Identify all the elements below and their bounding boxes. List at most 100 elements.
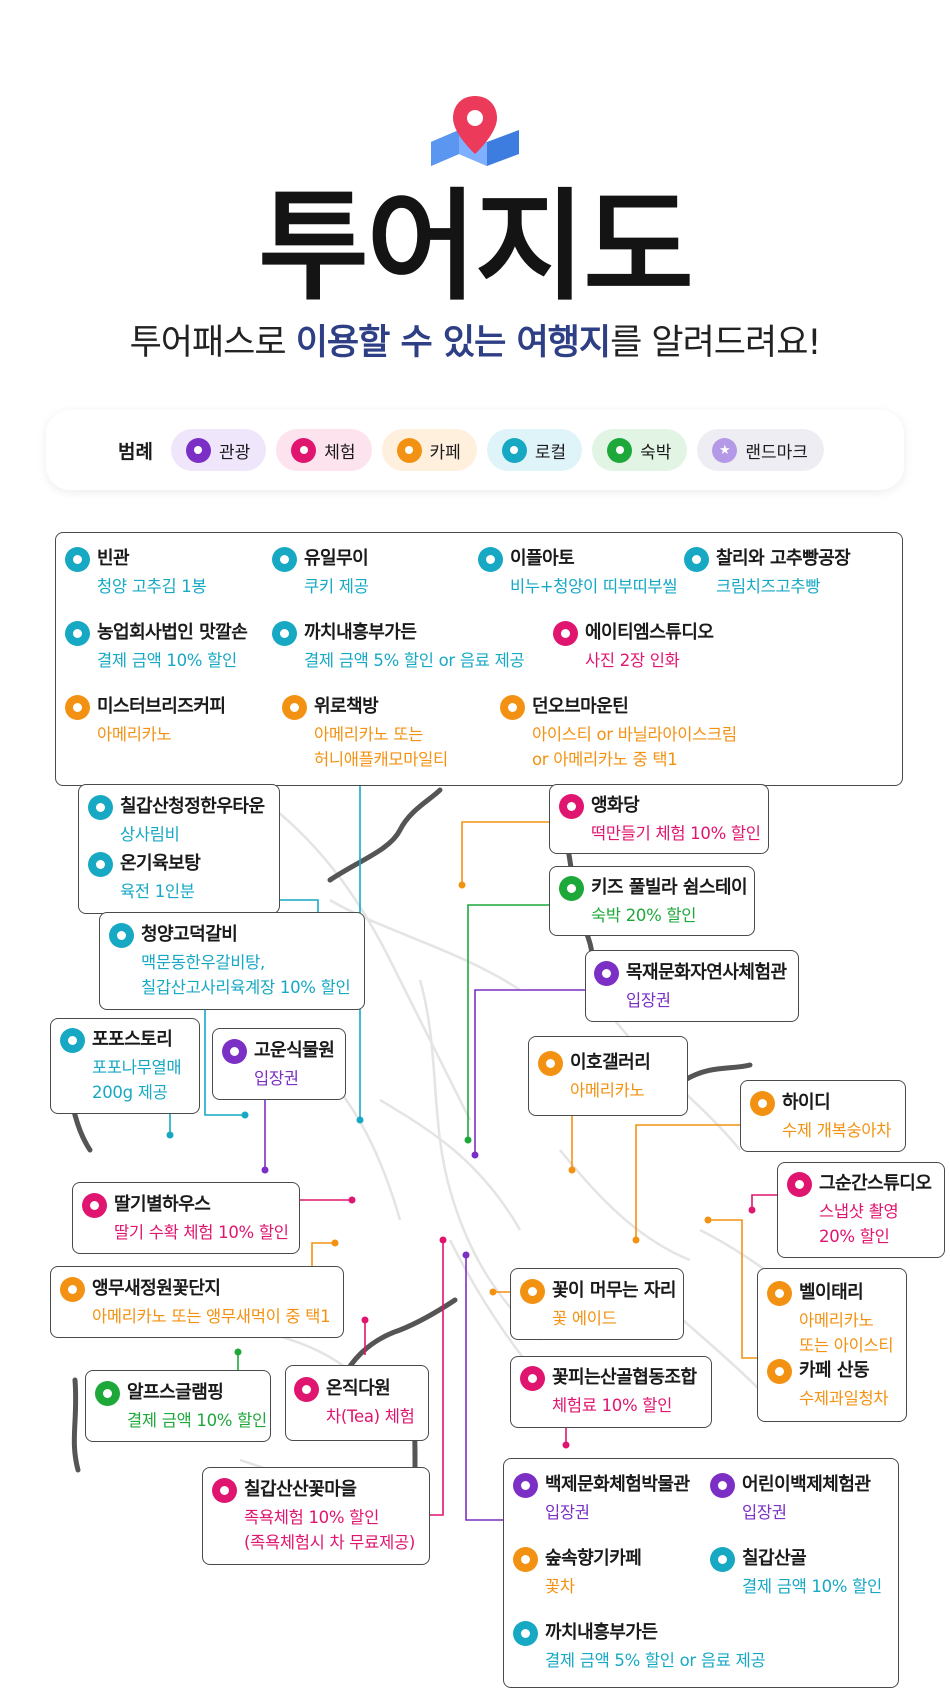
place-benefit: 쿠키 제공 [304,577,369,596]
place-name: 백제문화체험박물관 [545,1474,690,1495]
subtitle-text: 투어패스로 [129,323,296,363]
place-name: 앵무새정원꽃단지 [92,1278,221,1299]
pin-icon [710,1473,735,1498]
legend-label: 관광 [218,442,251,463]
pin-icon [88,795,113,820]
place-benefit: 체험료 10% 할인 [552,1396,673,1415]
place-benefit: 꽃차 [545,1577,575,1596]
pin-icon [559,794,584,819]
place-benefit: 결제 금액 10% 할인 [127,1411,267,1430]
place-name: 앵화당 [591,795,640,816]
pin-icon [750,1091,775,1116]
place-benefit: 입장권 [254,1069,299,1088]
place-name: 온기육보탕 [120,853,201,874]
legend-label: 랜드마크 [745,442,808,463]
place-benefit: 입장권 [626,991,671,1010]
place-benefit-2: 20% 할인 [819,1227,890,1246]
legend-item-tour: 관광 [170,429,267,471]
place-box-ttalgi [72,1182,300,1254]
place-box-chilgap-kkot [202,1467,430,1565]
pin-icon [594,961,619,986]
pin-icon [65,695,90,720]
subtitle-text-end: 를 알려드려요! [610,323,821,363]
legend-label: 카페 [429,442,461,463]
place-benefit: 맥문동한우갈비탕, [141,953,265,972]
pin-icon [88,852,113,877]
pin-icon [520,1366,545,1391]
pin-icon [684,547,709,572]
place-benefit-2: 200g 제공 [92,1083,168,1102]
pin-icon [65,621,90,646]
pin-icon [787,1172,812,1197]
place-benefit: 차(Tea) 체험 [326,1407,415,1426]
place-box-kids [549,866,755,936]
place-box-kkotpi [510,1356,712,1428]
place-benefit: 아메리카노 [97,725,172,744]
pin-icon [767,1359,792,1384]
place-benefit-2: 허니애플캐모마일티 [314,750,448,769]
place-name: 목재문화자연사체험관 [626,962,787,983]
place-name: 꽃이 머무는 자리 [552,1280,676,1301]
place-benefit: 결제 금액 5% 할인 or 음료 제공 [304,651,525,670]
place-name: 하이디 [782,1092,831,1113]
place-benefit: 사진 2장 인화 [585,651,680,670]
place-name: 카페 산동 [799,1360,870,1381]
place-name: 숲속향기카페 [545,1548,642,1569]
legend-item-stay: 숙박 [592,429,688,471]
map-pin-icon [431,96,519,166]
place-name: 찰리와 고추빵공장 [716,548,851,569]
place-name: 이호갤러리 [570,1052,651,1073]
place-name: 포포스토리 [92,1029,173,1050]
pin-icon [60,1028,85,1053]
place-name: 키즈 풀빌라 쉼스테이 [591,877,748,898]
place-name: 딸기별하우스 [114,1194,211,1215]
subtitle-highlight: 이용할 수 있는 여행지 [295,323,611,363]
place-name: 유일무이 [304,548,369,569]
place-name: 꽃피는산골협동조합 [552,1367,697,1388]
place-benefit: 결제 금액 5% 할인 or 음료 제공 [545,1651,766,1670]
legend-label: 로컬 [534,442,567,463]
place-name: 온직다원 [326,1378,391,1399]
pin-icon [282,695,307,720]
place-benefit: 상사림비 [120,825,180,844]
place-benefit: 수제 개복숭아차 [782,1121,892,1140]
legend-item-cafe: 카페 [381,429,477,471]
pin-icon [520,1279,545,1304]
legend-label: 숙박 [640,442,672,463]
pin-icon [272,621,297,646]
place-group-bottom [503,1458,899,1688]
place-benefit-2: 칠갑산고사리육계장 10% 할인 [141,978,351,997]
pin-icon [212,1478,237,1503]
place-benefit: 족욕체험 10% 할인 [244,1508,379,1527]
place-benefit: 청양 고추김 1봉 [97,577,207,596]
place-name: 벨이태리 [799,1282,864,1303]
pin-icon [272,547,297,572]
pin-icon [478,547,503,572]
place-benefit: 결제 금액 10% 할인 [97,651,237,670]
pin-icon [513,1547,538,1572]
page-title: 투어지도 [258,178,694,317]
place-name: 칠갑산산꽃마을 [244,1479,357,1500]
place-box-alps [85,1370,271,1442]
pin-icon [767,1281,792,1306]
place-name: 에이티엠스튜디오 [585,622,714,643]
place-benefit-2: or 아메리카노 중 택1 [532,750,678,769]
place-benefit: 아이스티 or 바닐라아이스크림 [532,725,737,744]
pin-icon [291,437,317,463]
place-name: 미스터브리즈커피 [97,696,226,717]
page-subtitle: 투어패스로 이용할 수 있는 여행지를 알려드려요! [0,320,950,366]
place-name: 위로책방 [314,696,379,717]
pin-icon [109,923,134,948]
place-name: 그순간스튜디오 [819,1173,932,1194]
place-benefit: 아메리카노 또는 앵무새먹이 중 택1 [92,1307,331,1326]
place-benefit: 떡만들기 체험 10% 할인 [591,824,761,843]
place-name: 청양고덕갈비 [141,924,238,945]
place-benefit: 포포나무열매 [92,1058,182,1077]
legend-label: 체험 [324,442,356,463]
place-name: 알프스글램핑 [127,1382,224,1403]
place-benefit: 아메리카노 [570,1081,645,1100]
place-benefit: 아메리카노 [799,1311,874,1330]
place-benefit: 결제 금액 10% 할인 [742,1577,882,1596]
legend-item-landmark: ★랜드마크 [697,429,824,471]
pin-icon [501,437,527,463]
